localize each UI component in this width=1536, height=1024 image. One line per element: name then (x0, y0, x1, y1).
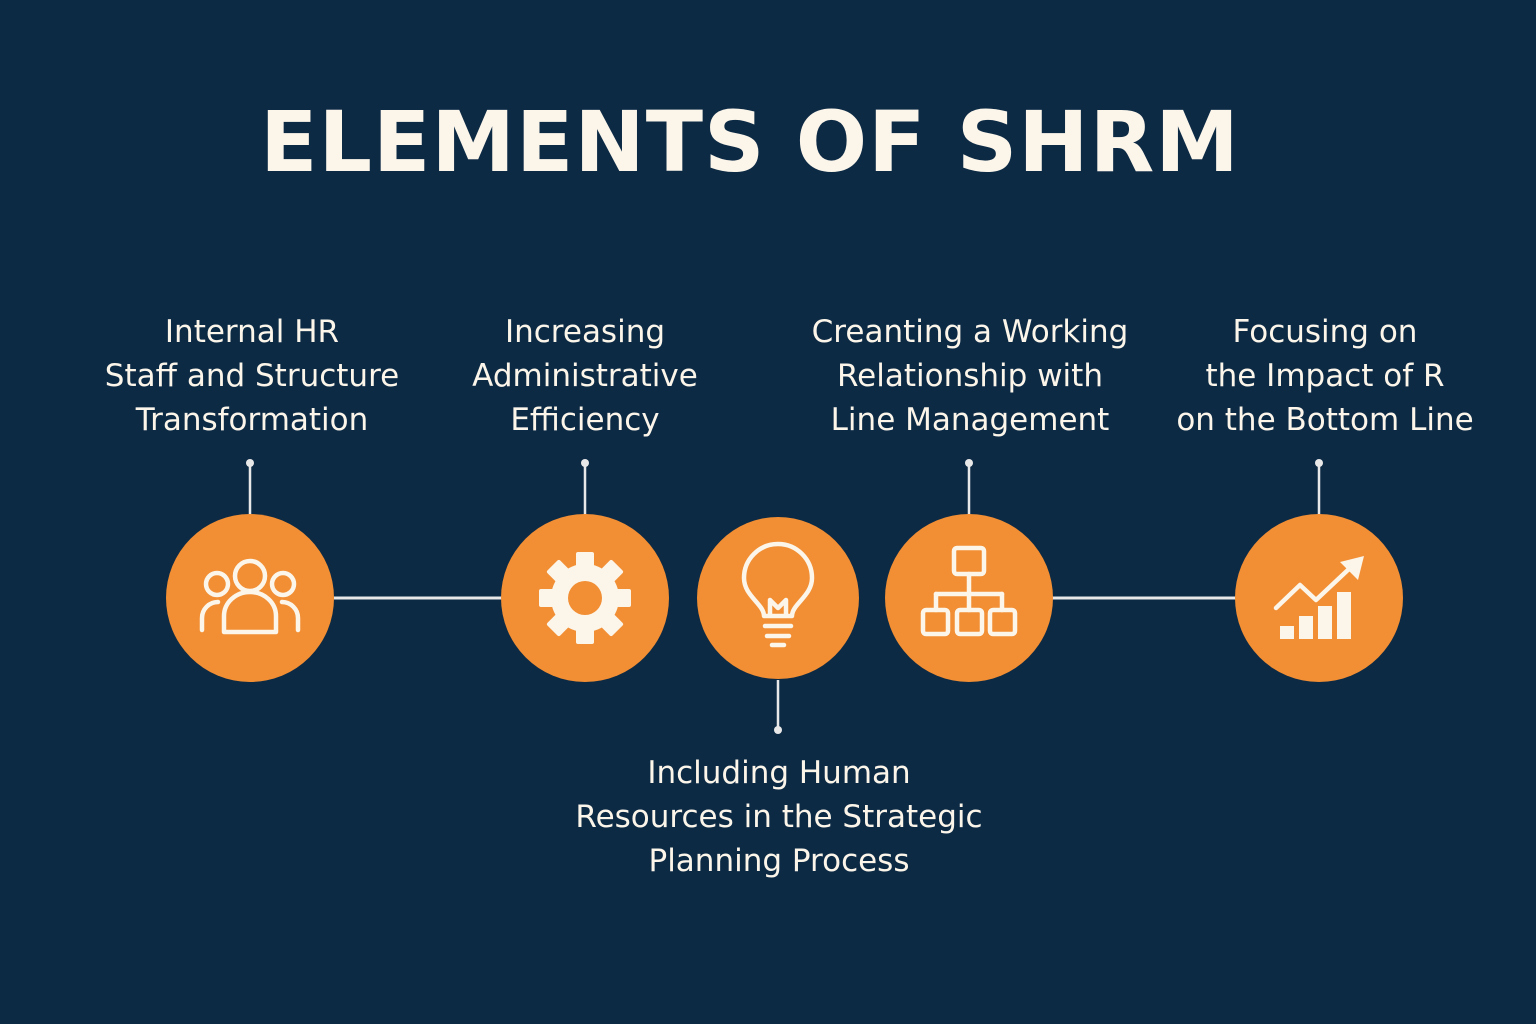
lightbulb-icon (741, 541, 815, 648)
element-label-line: Resources in the Strategic (575, 799, 983, 835)
element-label-line: on the Bottom Line (1176, 402, 1474, 438)
element-label-5: Focusing on the Impact of R on the Botto… (1176, 310, 1473, 442)
element-circle-5 (1235, 514, 1403, 682)
element-label-line: Relationship with (837, 358, 1103, 394)
growth-chart-icon (1273, 556, 1364, 639)
element-label-line: Creanting a Working (811, 314, 1129, 350)
gear-icon (539, 552, 631, 644)
callout-3 (774, 680, 782, 734)
org-chart-icon (920, 545, 1018, 637)
page-title: ELEMENTS OF SHRM (260, 93, 1240, 191)
element-circle-1 (166, 514, 334, 682)
element-label-line: Focusing on (1232, 314, 1418, 350)
element-label-3: Including Human Resources in the Strateg… (575, 751, 982, 883)
element-label-line: Line Management (830, 402, 1110, 438)
callout-4 (965, 459, 973, 515)
element-label-line: the Impact of R (1205, 358, 1445, 394)
element-circle-3 (697, 517, 859, 679)
element-label-2: Increasing Administrative Efficiency (472, 310, 698, 442)
element-circle-2 (501, 514, 669, 682)
callout-2 (581, 459, 589, 515)
callout-5 (1315, 459, 1323, 515)
element-label-4: Creanting a Working Relationship with Li… (812, 310, 1129, 442)
element-label-line: Staff and Structure (104, 358, 400, 394)
element-label-line: Internal HR (164, 314, 340, 350)
element-label-line: Planning Process (648, 843, 910, 879)
element-label-line: Including Human (647, 755, 911, 791)
element-label-line: Transformation (135, 402, 369, 438)
people-icon (199, 558, 301, 635)
element-label-line: Efficiency (510, 402, 660, 438)
element-label-line: Increasing (504, 314, 666, 350)
element-circle-4 (885, 514, 1053, 682)
element-label-1: Internal HR Staff and Structure Transfor… (105, 310, 399, 442)
element-label-line: Administrative (472, 358, 698, 394)
callout-1 (246, 459, 254, 515)
